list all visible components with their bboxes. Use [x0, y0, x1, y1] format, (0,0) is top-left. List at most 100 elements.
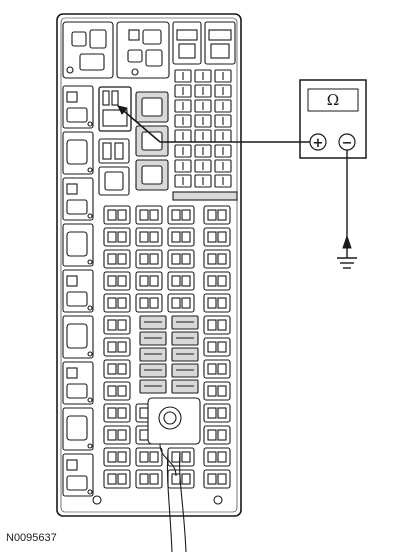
- module-socket: [66, 383, 88, 399]
- fuse-blade: [217, 231, 227, 243]
- module-socket: [66, 475, 88, 491]
- fuse-blade: [139, 407, 149, 419]
- fuse-blade: [181, 451, 191, 463]
- fuse-blade: [139, 429, 149, 441]
- module-socket: [66, 415, 88, 441]
- module-pin: [66, 91, 78, 103]
- fuse-box: [56, 13, 242, 517]
- fuse-blade: [139, 473, 149, 485]
- module-socket: [66, 291, 88, 307]
- fuse-blade: [107, 319, 117, 331]
- fuse-blade: [107, 253, 117, 265]
- top-connector-blocks: [62, 21, 236, 79]
- negative-label: −: [342, 136, 353, 151]
- fuse-blade: [207, 319, 217, 331]
- upper-fuse-stack: [172, 69, 238, 201]
- fuse-blade: [149, 209, 159, 221]
- fuse-blade: [107, 341, 117, 353]
- fuse-blade: [107, 473, 117, 485]
- module-latch: [87, 121, 93, 127]
- fuse-blade: [149, 473, 159, 485]
- fuse-blade: [207, 363, 217, 375]
- fuse-blade: [217, 341, 227, 353]
- fuse-blade: [171, 253, 181, 265]
- module-latch: [87, 351, 93, 357]
- fuse-blade: [117, 385, 127, 397]
- positive-test-lead: [117, 105, 310, 143]
- module-latch: [87, 443, 93, 449]
- module-pin: [66, 183, 78, 195]
- multimeter: Ω + −: [299, 79, 367, 159]
- fuse-blade: [207, 253, 217, 265]
- fuse-blade: [217, 209, 227, 221]
- fuse-blade: [107, 429, 117, 441]
- fuse-blade: [117, 319, 127, 331]
- fuse-blade: [107, 209, 117, 221]
- harness-cable: [166, 451, 173, 552]
- fuse-blade: [117, 275, 127, 287]
- fuse-blade: [217, 297, 227, 309]
- fuse-blade: [149, 451, 159, 463]
- fuse-blade: [207, 385, 217, 397]
- fuse-blade: [149, 231, 159, 243]
- probe-arrowhead: [117, 105, 128, 115]
- left-relay-column: [62, 85, 94, 497]
- fuse-blade: [217, 319, 227, 331]
- fuse-blade: [139, 231, 149, 243]
- fuse-blade: [139, 253, 149, 265]
- fuse-blade: [107, 407, 117, 419]
- fuse-blade: [217, 451, 227, 463]
- fuse-blade: [107, 275, 117, 287]
- fuse-blade: [171, 209, 181, 221]
- ohm-symbol: Ω: [327, 91, 339, 109]
- fuse-blade: [107, 231, 117, 243]
- fuse-blade: [171, 275, 181, 287]
- fuse-blade: [207, 473, 217, 485]
- fuse-blade: [139, 209, 149, 221]
- fuse-blade: [181, 231, 191, 243]
- mount-hole: [92, 495, 102, 505]
- fuse-blade: [207, 407, 217, 419]
- fuse-blade: [107, 385, 117, 397]
- fuse-blade: [207, 429, 217, 441]
- fuse-blade: [117, 209, 127, 221]
- module-pin: [66, 367, 78, 379]
- module-socket: [66, 139, 88, 165]
- module-socket: [66, 323, 88, 349]
- fuse-blade: [181, 297, 191, 309]
- fuse-blade: [207, 275, 217, 287]
- fuse-blade: [217, 275, 227, 287]
- module-socket: [66, 107, 88, 123]
- module-latch: [87, 259, 93, 265]
- multimeter-display: [307, 88, 359, 112]
- fuse-blade: [149, 253, 159, 265]
- fuse-blade: [217, 407, 227, 419]
- fuse-blade: [117, 231, 127, 243]
- fuse-blade: [117, 363, 127, 375]
- fuse-blade: [149, 297, 159, 309]
- module-latch: [87, 305, 93, 311]
- fuse-blade: [171, 451, 181, 463]
- fuse-blade: [217, 363, 227, 375]
- fuse-blade: [217, 385, 227, 397]
- fuse-blade: [181, 209, 191, 221]
- fuse-blade: [207, 341, 217, 353]
- fuse-blade: [117, 253, 127, 265]
- fuse-blade: [181, 275, 191, 287]
- fuse-blade: [107, 451, 117, 463]
- module-pin: [66, 459, 78, 471]
- fuse-blade: [139, 275, 149, 287]
- fuse-blade: [117, 429, 127, 441]
- fuse-blade: [207, 231, 217, 243]
- module-socket: [66, 231, 88, 257]
- fuse-blade: [117, 407, 127, 419]
- fuse-blade: [171, 231, 181, 243]
- fuse-blade: [217, 429, 227, 441]
- fuse-blade: [181, 253, 191, 265]
- fuse-blade: [207, 209, 217, 221]
- module-latch: [87, 213, 93, 219]
- fuse-blade: [171, 297, 181, 309]
- fuse-blade: [107, 297, 117, 309]
- module-latch: [87, 397, 93, 403]
